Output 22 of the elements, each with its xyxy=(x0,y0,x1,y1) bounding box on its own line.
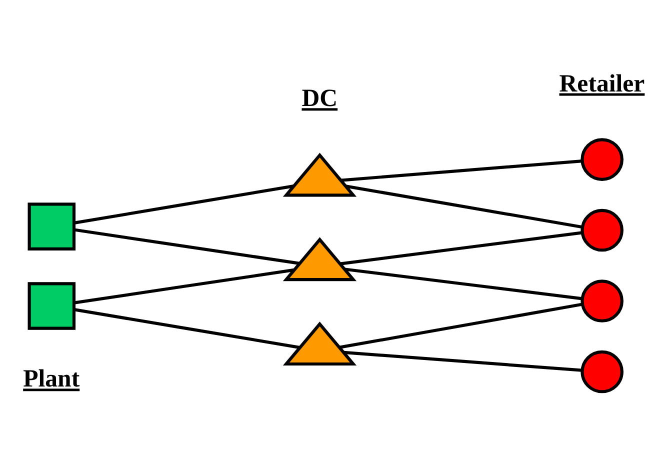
connector xyxy=(344,268,582,300)
connector xyxy=(74,184,294,224)
node-circle xyxy=(580,280,624,322)
node-circle xyxy=(580,138,624,181)
node-triangle xyxy=(282,322,357,366)
node-box xyxy=(28,282,76,330)
node-triangle xyxy=(282,152,357,197)
connector xyxy=(346,184,583,229)
connector xyxy=(340,231,582,266)
node-circle xyxy=(580,350,624,394)
node-box xyxy=(28,202,76,250)
node-circle xyxy=(580,208,624,252)
node-triangle xyxy=(282,237,357,282)
connector xyxy=(74,228,300,265)
connector xyxy=(340,159,582,182)
connector xyxy=(340,302,583,349)
connector xyxy=(74,308,300,350)
label: Retailer xyxy=(559,70,645,98)
connector xyxy=(74,268,294,304)
label: Plant xyxy=(23,366,80,393)
label: DC xyxy=(302,85,338,112)
connector xyxy=(344,350,582,372)
